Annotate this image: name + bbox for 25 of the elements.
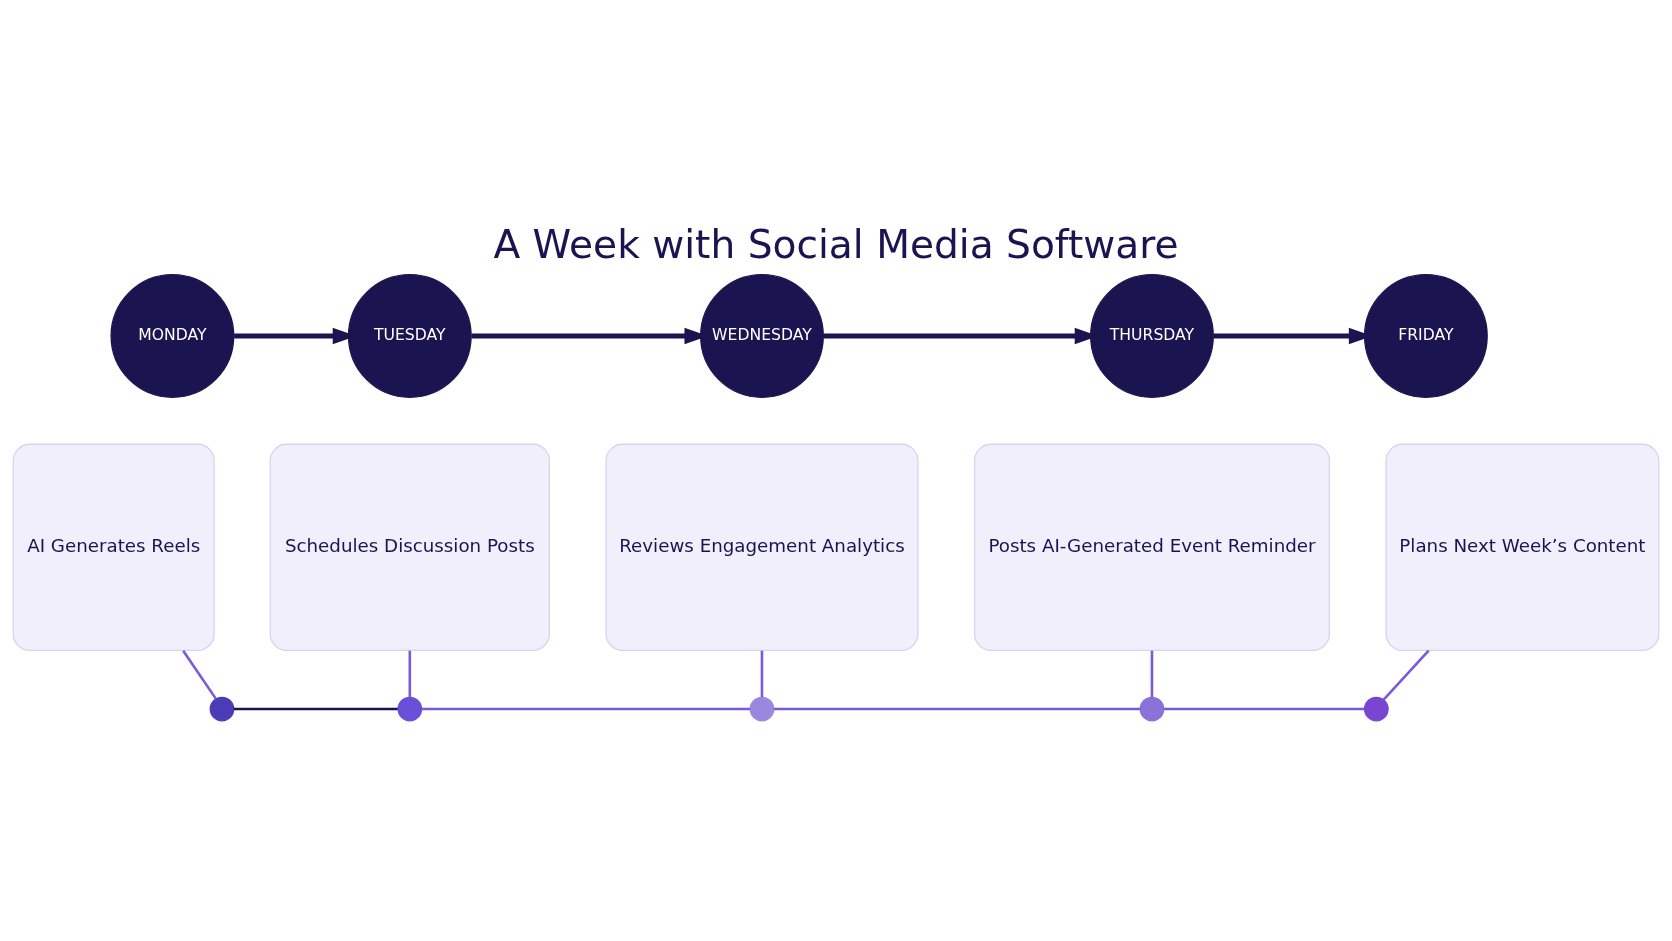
node-box: Schedules Discussion Posts [269,443,550,651]
node-box: Posts AI-Generated Event Reminder [973,443,1330,651]
node-circle: THURSDAY [1090,273,1214,398]
connector [233,707,398,710]
node-box: AI Generates Reels [12,443,215,651]
node-circle: MONDAY [110,273,235,398]
connector [1150,650,1154,697]
node-box: Reviews Engagement Analytics [605,443,919,651]
connector [408,650,412,697]
node-circle: TUESDAY [347,273,472,398]
connector [182,649,217,699]
connector [773,707,1141,710]
node-circle [209,696,235,721]
node-circle [1139,696,1165,721]
node-circle [397,696,423,721]
connector [1163,707,1365,710]
connector [1382,649,1430,701]
connector [421,707,750,710]
node-circle: WEDNESDAY [700,273,824,398]
node-circle: FRIDAY [1363,273,1488,398]
node-circle [749,696,775,721]
connector [760,650,764,697]
node-circle [1363,696,1389,721]
diagram-title: A Week with Social Media Software [493,221,1179,267]
node-box: Plans Next Week’s Content [1385,443,1660,651]
